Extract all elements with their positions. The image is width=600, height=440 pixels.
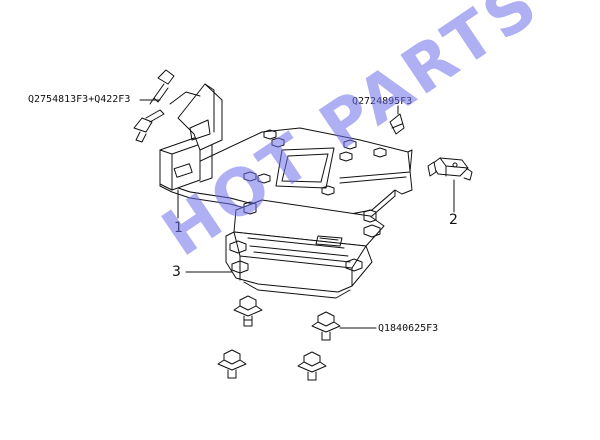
bolt-1: [233, 295, 263, 327]
clip-rivet-top: [149, 69, 175, 105]
part-number-nut-clip: Q2724895F3: [352, 96, 413, 107]
nut-clip: [389, 113, 405, 135]
callout-1: 1: [174, 220, 183, 236]
bolt-3: [217, 349, 247, 379]
bracket-plate: [159, 83, 413, 225]
callout-3: 3: [172, 264, 181, 280]
part-number-bolt: Q1840625F3: [378, 323, 439, 334]
callout-2: 2: [449, 212, 458, 228]
bolt-2: [311, 311, 341, 341]
clip-rivet-bottom: [133, 109, 165, 143]
bolt-4: [297, 351, 327, 381]
sensor-part-2: [427, 157, 473, 181]
control-module-part-3: [225, 199, 385, 299]
part-number-clip-rivet: Q2754813F3+Q422F3: [28, 94, 131, 105]
